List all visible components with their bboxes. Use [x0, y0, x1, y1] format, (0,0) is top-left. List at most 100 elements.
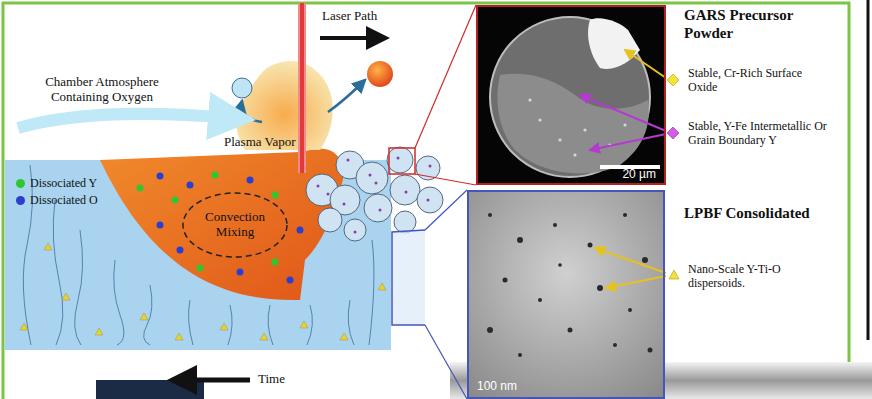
path-shape	[100, 149, 345, 300]
rect-shape	[3, 3, 849, 399]
circle-shape	[487, 327, 493, 333]
path-shape	[44, 243, 52, 250]
circle-shape	[517, 237, 523, 243]
rect-shape	[298, 3, 306, 173]
path-shape	[62, 293, 70, 300]
circle-shape	[187, 182, 194, 189]
circle-shape	[394, 211, 416, 233]
circle-shape	[623, 123, 626, 126]
circle-shape	[597, 285, 603, 291]
time-label: Time	[258, 371, 318, 386]
path-shape	[392, 230, 425, 325]
line-shape	[320, 36, 386, 40]
path-shape	[260, 333, 268, 340]
path-shape	[20, 323, 28, 330]
circle-shape	[427, 199, 430, 202]
path-shape	[497, 74, 648, 174]
circle-shape	[297, 227, 304, 234]
line-shape	[625, 50, 666, 78]
circle-shape	[558, 138, 561, 141]
path-shape	[340, 333, 348, 340]
circle-shape	[518, 353, 522, 357]
line-shape	[867, 0, 870, 340]
circle-shape	[553, 223, 557, 227]
circle-shape	[347, 159, 350, 162]
micrograph-panel: 20 µm	[476, 5, 666, 185]
rect-shape	[300, 3, 304, 173]
callout-text: Stable, Y-Fe Intermetallic Or Grain Boun…	[688, 119, 838, 147]
circle-shape	[490, 17, 650, 177]
path-shape	[23, 165, 32, 345]
circle-shape	[613, 343, 617, 347]
line-shape	[580, 95, 666, 131]
circle-shape	[558, 263, 562, 267]
path-shape	[175, 333, 183, 340]
circle-shape	[237, 269, 244, 276]
path-shape	[220, 323, 228, 330]
g-shape	[487, 213, 653, 357]
line-shape	[595, 248, 666, 273]
g-shape	[528, 98, 626, 156]
path-shape	[328, 80, 365, 112]
legend-swatch	[16, 179, 25, 188]
callout-text: Stable, Cr-Rich Surface Oxide	[688, 66, 833, 94]
path-shape	[300, 321, 308, 328]
callout-text: Nano-Scale Y-Ti-O dispersoids.	[688, 262, 838, 290]
circle-shape	[356, 162, 388, 194]
circle-shape	[642, 257, 648, 263]
path-shape	[667, 127, 679, 139]
line-shape	[425, 325, 467, 399]
circle-shape	[528, 98, 531, 101]
path-shape	[18, 114, 232, 128]
circle-shape	[623, 213, 627, 217]
circle-shape	[503, 278, 508, 283]
path-shape	[114, 260, 124, 345]
path-shape	[140, 313, 148, 320]
circle-shape	[488, 213, 492, 217]
circle-shape	[648, 348, 653, 353]
circle-shape	[390, 175, 420, 205]
scale-bar-label: 20 µm	[622, 167, 656, 181]
path-shape	[378, 283, 386, 290]
path-shape	[242, 101, 262, 122]
circle-shape	[212, 172, 219, 179]
legend-text: Dissociated Y	[30, 176, 97, 190]
circle-shape	[405, 191, 408, 194]
vapor-label: Plasma Vapor	[224, 134, 314, 149]
line-shape	[415, 174, 476, 185]
line-shape	[415, 5, 476, 148]
legend-item: Dissociated O	[16, 193, 98, 207]
process-label: Convection Mixing	[200, 209, 270, 239]
panel-heading: LPBF Consolidated	[684, 204, 844, 222]
rect-shape	[389, 148, 415, 174]
path-shape	[268, 305, 273, 345]
circle-shape	[197, 265, 204, 272]
legend-item: Dissociated Y	[16, 176, 97, 190]
circle-shape	[354, 231, 357, 234]
direction-label: Laser Path	[322, 8, 422, 23]
g-shape	[137, 172, 322, 284]
circle-shape	[628, 308, 632, 312]
line-shape	[172, 378, 250, 383]
path-shape	[369, 240, 374, 345]
circle-shape	[172, 197, 179, 204]
path-shape	[669, 270, 679, 279]
scale-bar-label: 100 nm	[477, 379, 517, 393]
path-shape	[189, 300, 193, 345]
circle-shape	[344, 219, 366, 241]
path-shape	[228, 305, 232, 345]
g-shape	[306, 147, 443, 241]
ellipse-shape	[183, 193, 287, 257]
circle-shape	[538, 298, 542, 302]
circle-shape	[272, 192, 279, 199]
path-shape	[75, 230, 83, 345]
micrograph-panel: 100 nm	[467, 190, 665, 399]
circle-shape	[247, 177, 254, 184]
circle-shape	[232, 78, 252, 98]
circle-shape	[364, 194, 392, 222]
circle-shape	[397, 157, 400, 160]
atmosphere-label: Chamber Atmosphere Containing Oxygen	[22, 74, 182, 104]
path-shape	[588, 18, 640, 69]
circle-shape	[573, 153, 576, 156]
